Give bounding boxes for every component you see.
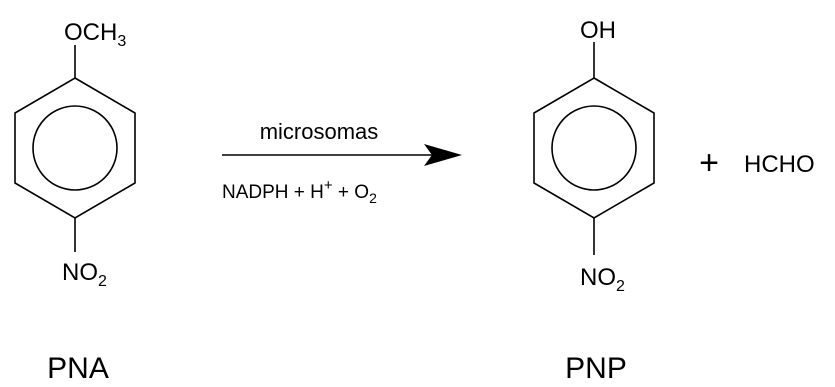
- reactant-top-group: OCH3: [64, 19, 126, 50]
- product-top-group: OH: [580, 17, 616, 44]
- product-label: PNP: [565, 352, 627, 385]
- arrow-head: [424, 144, 462, 166]
- reaction-arrow: microsomas NADPH + H+ + O2: [222, 119, 462, 206]
- product-molecule: OH NO2 PNP: [533, 17, 655, 385]
- arrow-condition-below: NADPH + H+ + O2: [222, 177, 377, 206]
- product-bottom-group: NO2: [580, 264, 625, 295]
- reactant-label: PNA: [47, 352, 109, 385]
- reactant-molecule: OCH3 NO2 PNA: [14, 19, 136, 385]
- byproduct-label: HCHO: [744, 151, 815, 178]
- arrow-condition-above: microsomas: [260, 119, 379, 144]
- reactant-bottom-group: NO2: [62, 259, 107, 290]
- plus-sign: +: [699, 144, 719, 182]
- product-aromatic-circle: [551, 105, 637, 191]
- reactant-aromatic-circle: [32, 105, 118, 191]
